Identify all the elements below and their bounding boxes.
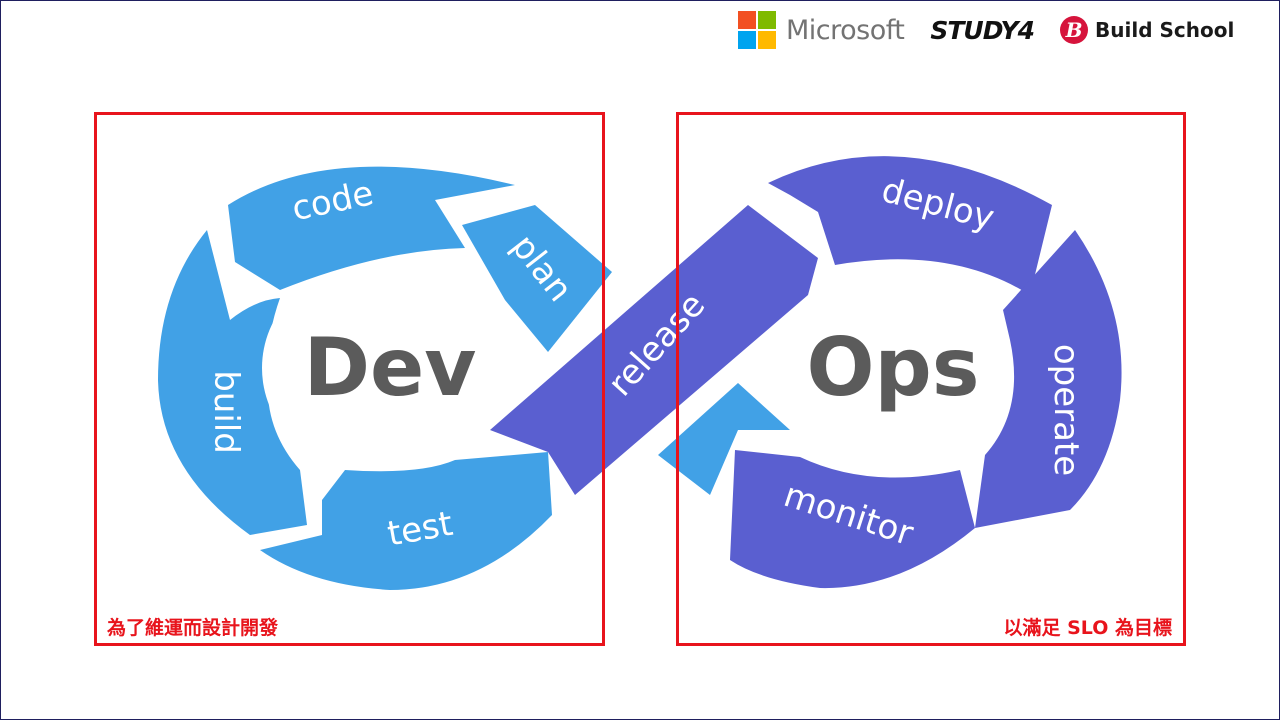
sponsor-logos: Microsoft STUDY4 B Build School bbox=[738, 8, 1234, 52]
label-operate: operate bbox=[1046, 344, 1086, 476]
ops-loop bbox=[490, 156, 1122, 589]
segment-release bbox=[490, 205, 818, 495]
segment-monitor bbox=[730, 450, 975, 589]
ops-caption: 以滿足 SLO 為目標 bbox=[1003, 617, 1173, 639]
ops-hub-label: Ops bbox=[807, 321, 980, 414]
dev-small-arrow bbox=[658, 383, 790, 495]
segment-plan bbox=[462, 205, 612, 352]
study4-logo: STUDY4 bbox=[930, 15, 1035, 45]
build-school-wordmark: Build School bbox=[1095, 18, 1235, 42]
segment-build bbox=[158, 230, 307, 535]
label-build: build bbox=[206, 370, 246, 454]
segment-operate bbox=[975, 230, 1122, 528]
microsoft-logo: Microsoft bbox=[738, 11, 905, 49]
microsoft-wordmark: Microsoft bbox=[786, 14, 905, 46]
dev-hub-label: Dev bbox=[304, 321, 477, 414]
segment-test bbox=[260, 452, 552, 590]
segment-code bbox=[228, 166, 515, 290]
ops-highlight-box bbox=[676, 112, 1186, 646]
dev-highlight-box bbox=[94, 112, 605, 646]
build-school-badge-icon: B bbox=[1060, 16, 1089, 44]
dev-loop bbox=[158, 166, 790, 590]
dev-caption: 為了維運而設計開發 bbox=[107, 617, 279, 639]
build-school-logo: B Build School bbox=[1060, 16, 1234, 44]
microsoft-squares-icon bbox=[738, 11, 776, 49]
segment-deploy bbox=[768, 156, 1052, 295]
